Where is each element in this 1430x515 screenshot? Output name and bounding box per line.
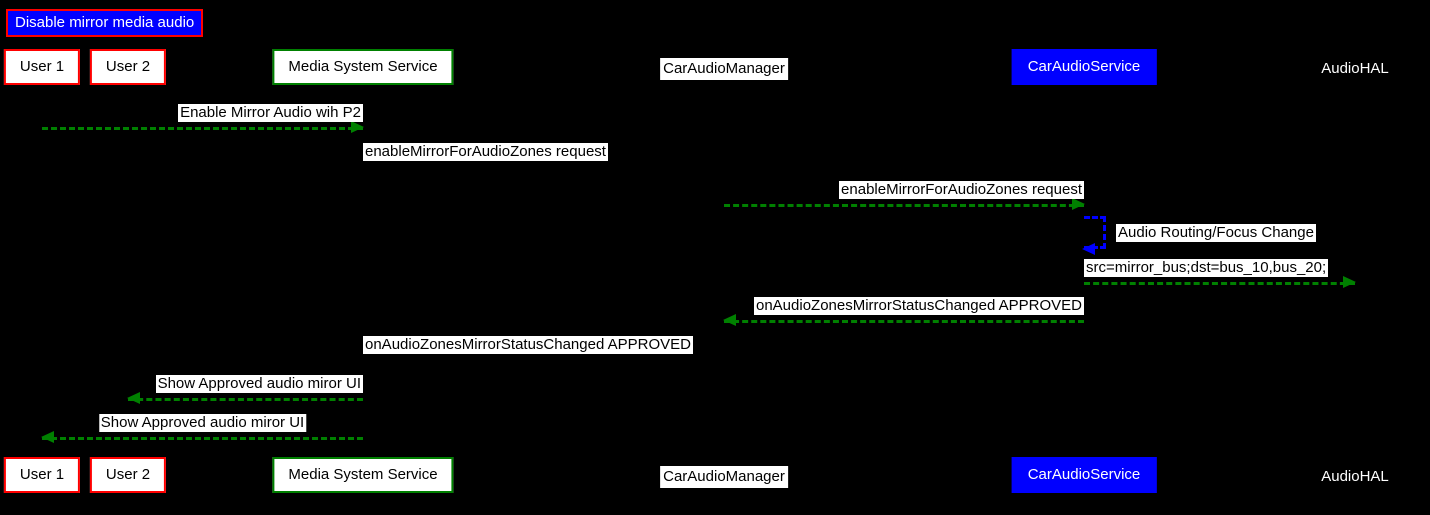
participant-label: AudioHAL <box>1321 60 1389 77</box>
participant-audio-hal-top[interactable]: AudioHAL <box>1318 58 1392 80</box>
participant-user-1-bottom[interactable]: User 1 <box>3 457 81 493</box>
participant-label: CarAudioService <box>1027 466 1141 483</box>
message-label: onAudioZonesMirrorStatusChanged APPROVED <box>363 336 694 354</box>
participant-label: User 1 <box>19 58 65 75</box>
lifeline-user-2 <box>127 89 129 454</box>
lifeline-audio-hal <box>1354 82 1356 454</box>
message-label: Enable Mirror Audio wih P2 <box>178 104 363 122</box>
message-line <box>363 166 724 169</box>
message-label: src=mirror_bus;dst=bus_10,bus_20; <box>1084 259 1329 277</box>
participant-car-audio-manager-bottom[interactable]: CarAudioManager <box>660 466 788 488</box>
participant-media-system-service-top[interactable]: Media System Service <box>272 49 454 85</box>
arrowhead-right-icon <box>712 160 725 172</box>
self-message-segment-top <box>1084 216 1106 219</box>
message-label: onAudioZonesMirrorStatusChanged APPROVED <box>753 297 1084 315</box>
participant-label: Media System Service <box>288 466 438 483</box>
message-line <box>42 127 363 130</box>
participant-user-2-top[interactable]: User 2 <box>89 49 167 85</box>
participant-car-audio-service-bottom[interactable]: CarAudioService <box>1011 457 1157 493</box>
self-message-segment-right <box>1103 216 1106 249</box>
message-line <box>128 398 363 401</box>
lifeline-user-1 <box>41 89 43 454</box>
participant-user-1-top[interactable]: User 1 <box>3 49 81 85</box>
self-message-label: Audio Routing/Focus Change <box>1116 223 1316 242</box>
arrowhead-right-icon <box>1343 276 1356 288</box>
participant-label: User 2 <box>105 466 151 483</box>
participant-user-2-bottom[interactable]: User 2 <box>89 457 167 493</box>
arrowhead-left-icon <box>127 392 140 404</box>
message-line <box>724 204 1084 207</box>
message-label: enableMirrorForAudioZones request <box>839 181 1084 199</box>
arrowhead-left-icon <box>41 431 54 443</box>
arrowhead-left-icon <box>723 314 736 326</box>
self-message-audio-routing-focus-change[interactable]: Audio Routing/Focus Change <box>1082 216 1316 255</box>
participant-car-audio-service-top[interactable]: CarAudioService <box>1011 49 1157 85</box>
participant-label: User 1 <box>19 466 65 483</box>
arrowhead-left-icon <box>362 353 375 365</box>
message-label: enableMirrorForAudioZones request <box>363 143 608 161</box>
participant-label: CarAudioManager <box>663 468 785 485</box>
message-label: Show Approved audio miror UI <box>98 414 307 432</box>
arrowhead-right-icon <box>1072 198 1085 210</box>
message-line <box>363 359 724 362</box>
diagram-title: Disable mirror media audio <box>6 9 204 37</box>
participant-audio-hal-bottom[interactable]: AudioHAL <box>1318 466 1392 488</box>
participant-label: CarAudioManager <box>663 60 785 77</box>
message-label: Show Approved audio miror UI <box>155 375 363 393</box>
arrowhead-left-icon <box>1082 243 1095 255</box>
participant-label: Media System Service <box>288 58 438 75</box>
participant-label: CarAudioService <box>1027 58 1141 75</box>
participant-label: User 2 <box>105 58 151 75</box>
message-line <box>42 437 363 440</box>
participant-car-audio-manager-top[interactable]: CarAudioManager <box>660 58 788 80</box>
arrowhead-right-icon <box>351 121 364 133</box>
message-line <box>1084 282 1355 285</box>
lifeline-car-audio-manager <box>723 82 725 454</box>
self-message-segment-bottom <box>1084 246 1106 249</box>
lifeline-media-system-service <box>362 89 364 454</box>
participant-media-system-service-bottom[interactable]: Media System Service <box>272 457 454 493</box>
participant-label: AudioHAL <box>1321 468 1389 485</box>
message-line <box>724 320 1084 323</box>
